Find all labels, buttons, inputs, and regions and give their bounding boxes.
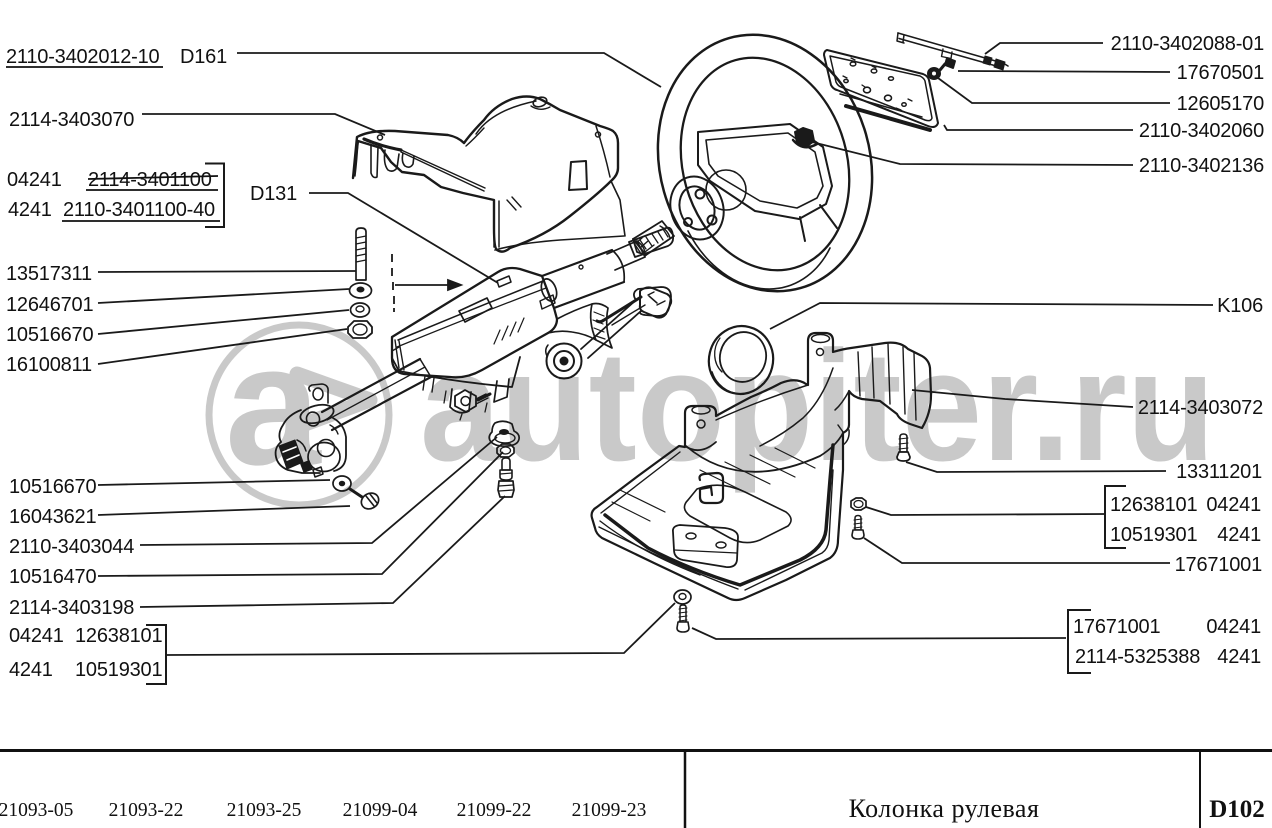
svg-text:D102: D102 [1209, 796, 1265, 823]
svg-text:17671001: 17671001 [1073, 616, 1160, 638]
svg-text:2114-3401100: 2114-3401100 [88, 169, 212, 191]
svg-text:13517311: 13517311 [6, 263, 92, 285]
svg-text:04241: 04241 [7, 169, 62, 191]
svg-text:2110-3401100-40: 2110-3401100-40 [63, 199, 215, 221]
svg-text:2114-5325388: 2114-5325388 [1075, 646, 1200, 668]
svg-text:2114-3403198: 2114-3403198 [9, 597, 134, 619]
svg-text:2110-3402012-10: 2110-3402012-10 [6, 46, 160, 68]
svg-text:21093-05: 21093-05 [0, 800, 73, 821]
svg-text:D131: D131 [250, 183, 297, 205]
svg-text:2114-3403070: 2114-3403070 [9, 109, 134, 131]
svg-text:17670501: 17670501 [1177, 62, 1264, 84]
svg-text:21099-04: 21099-04 [343, 800, 418, 821]
svg-text:04241: 04241 [1206, 494, 1261, 516]
svg-text:21093-22: 21093-22 [109, 800, 184, 821]
svg-text:04241: 04241 [1206, 616, 1261, 638]
svg-text:21099-22: 21099-22 [457, 800, 532, 821]
svg-text:12638101: 12638101 [75, 625, 162, 647]
svg-text:4241: 4241 [8, 199, 52, 221]
svg-text:12646701: 12646701 [6, 294, 93, 316]
svg-text:10519301: 10519301 [75, 659, 162, 681]
svg-text:12638101: 12638101 [1110, 494, 1197, 516]
svg-text:10516670: 10516670 [9, 476, 96, 498]
svg-text:21099-23: 21099-23 [572, 800, 647, 821]
svg-text:13311201: 13311201 [1176, 461, 1262, 483]
svg-text:D161: D161 [180, 46, 227, 68]
svg-text:4241: 4241 [1217, 524, 1261, 546]
svg-text:2110-3402088-01: 2110-3402088-01 [1111, 33, 1265, 55]
svg-text:17671001: 17671001 [1175, 554, 1262, 576]
svg-text:4241: 4241 [9, 659, 53, 681]
svg-text:16043621: 16043621 [9, 506, 96, 528]
svg-text:10516470: 10516470 [9, 566, 96, 588]
svg-text:autopiter.ru: autopiter.ru [420, 319, 1215, 494]
svg-text:04241: 04241 [9, 625, 64, 647]
svg-text:2110-3403044: 2110-3403044 [9, 536, 134, 558]
svg-text:Колонка рулевая: Колонка рулевая [849, 794, 1040, 823]
svg-text:21093-25: 21093-25 [227, 800, 302, 821]
svg-text:16100811: 16100811 [6, 354, 92, 376]
svg-text:10516670: 10516670 [6, 324, 93, 346]
svg-text:4241: 4241 [1217, 646, 1261, 668]
svg-text:10519301: 10519301 [1110, 524, 1197, 546]
svg-text:12605170: 12605170 [1177, 93, 1264, 115]
svg-text:2110-3402060: 2110-3402060 [1139, 120, 1264, 142]
svg-text:K106: K106 [1217, 295, 1263, 317]
svg-text:2114-3403072: 2114-3403072 [1138, 397, 1263, 419]
svg-text:2110-3402136: 2110-3402136 [1139, 155, 1264, 177]
